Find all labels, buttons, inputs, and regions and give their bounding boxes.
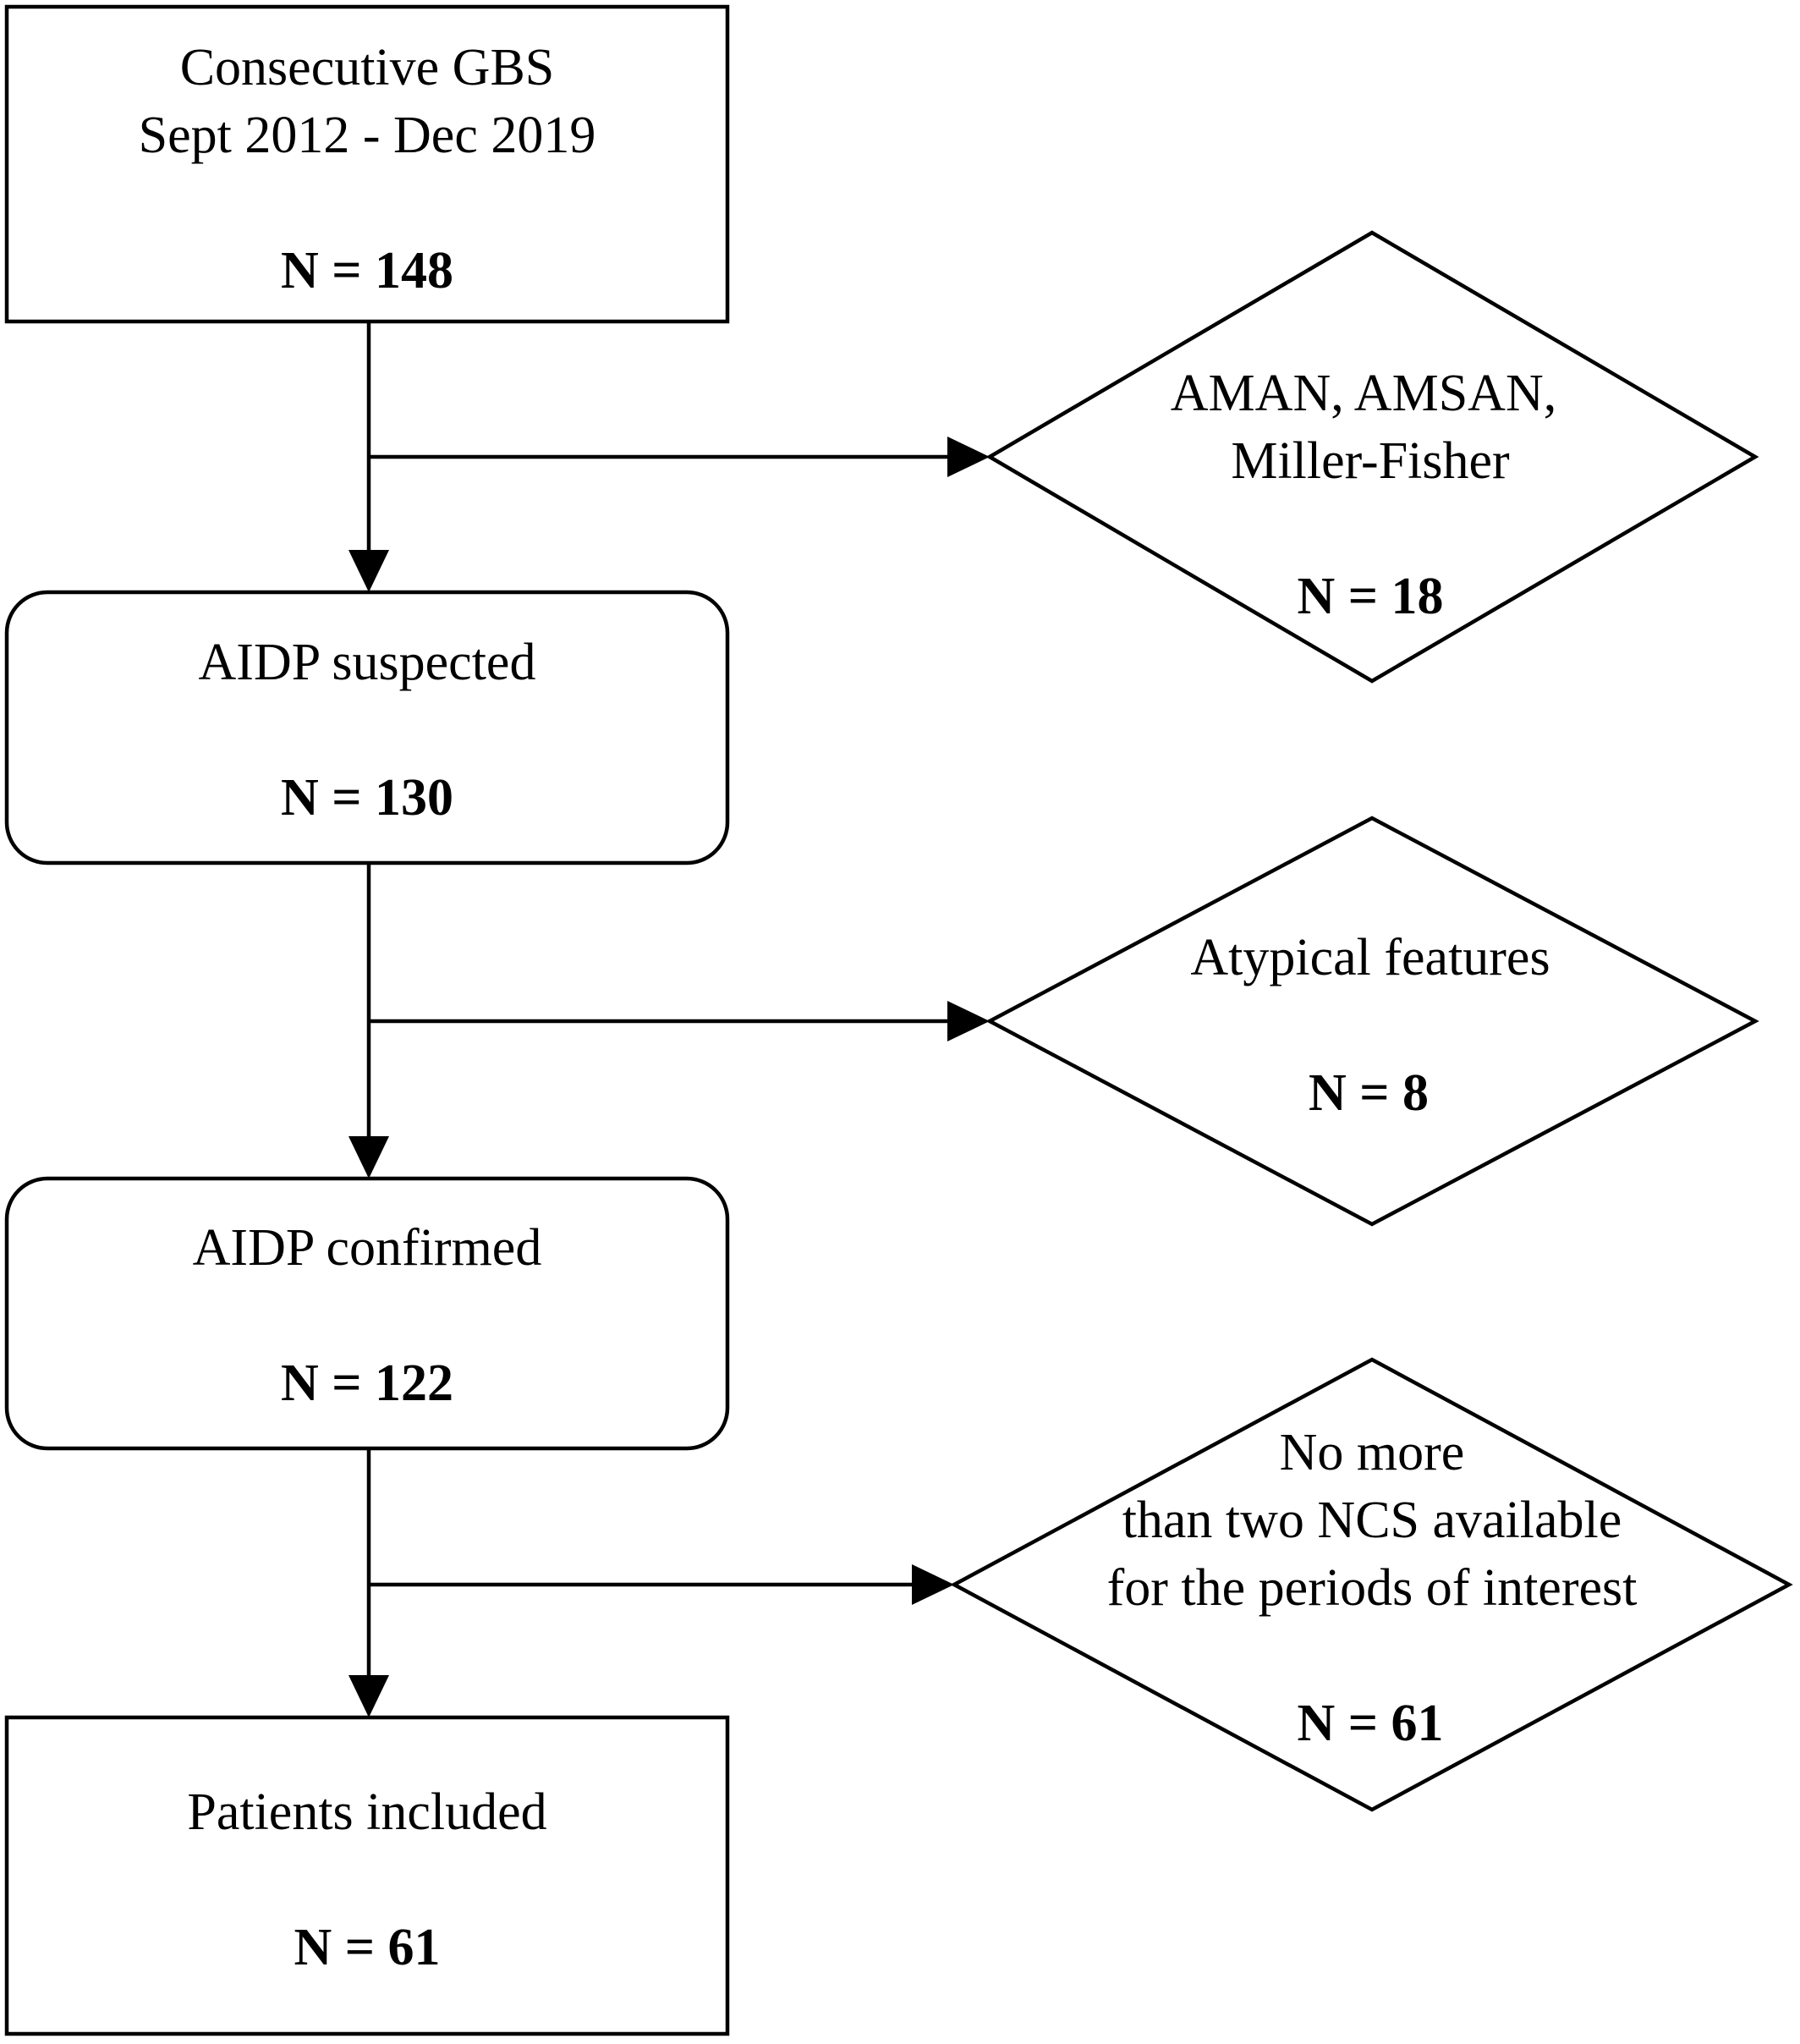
diamond-atypical-excluded: Atypical features N = 8 xyxy=(985,816,1759,1227)
box-consecutive-gbs: Consecutive GBS Sept 2012 - Dec 2019 N =… xyxy=(4,4,730,324)
diamond-ncs-line-1: No more xyxy=(1280,1424,1465,1481)
box-aidp-confirmed-count: N = 122 xyxy=(281,1354,453,1412)
diamond-variants-excluded: AMAN, AMSAN, Miller-Fisher N = 18 xyxy=(985,230,1759,684)
box-aidp-suspected-count: N = 130 xyxy=(281,769,453,827)
diamond-ncs-line-3: for the periods of interest xyxy=(1107,1559,1638,1617)
diamond-variants-count: N = 18 xyxy=(1297,568,1443,625)
diamond-atypical-label: Atypical features xyxy=(1190,929,1550,986)
box-aidp-confirmed-label: AIDP confirmed xyxy=(193,1219,542,1277)
arrowhead-to-included xyxy=(348,1675,389,1717)
diamond-variants-line-2: Miller-Fisher xyxy=(1231,432,1510,490)
arrowhead-to-atypical xyxy=(947,1001,990,1041)
diamond-ncs-excluded: No more than two NCS available for the p… xyxy=(950,1357,1793,1812)
diamond-ncs-count: N = 61 xyxy=(1297,1695,1443,1752)
arrowhead-to-ncs xyxy=(912,1564,954,1605)
diamond-ncs-line-2: than two NCS available xyxy=(1122,1492,1622,1549)
diamond-atypical-count: N = 8 xyxy=(1309,1064,1429,1122)
box-aidp-suspected: AIDP suspected N = 130 xyxy=(4,590,730,865)
box-consecutive-gbs-line-2: Sept 2012 - Dec 2019 xyxy=(139,107,596,164)
box-patients-included-label: Patients included xyxy=(187,1783,546,1841)
box-patients-included-count: N = 61 xyxy=(294,1919,440,1976)
box-consecutive-gbs-line-1: Consecutive GBS xyxy=(180,39,555,96)
arrowhead-to-confirmed xyxy=(348,1136,389,1179)
diamond-variants-line-1: AMAN, AMSAN, xyxy=(1171,365,1556,422)
box-patients-included: Patients included N = 61 xyxy=(4,1715,730,2036)
box-aidp-confirmed: AIDP confirmed N = 122 xyxy=(4,1176,730,1451)
arrowhead-to-variants xyxy=(947,437,990,477)
box-aidp-suspected-label: AIDP suspected xyxy=(199,634,536,691)
arrowhead-to-suspected xyxy=(348,550,389,592)
box-consecutive-gbs-count: N = 148 xyxy=(281,242,453,299)
